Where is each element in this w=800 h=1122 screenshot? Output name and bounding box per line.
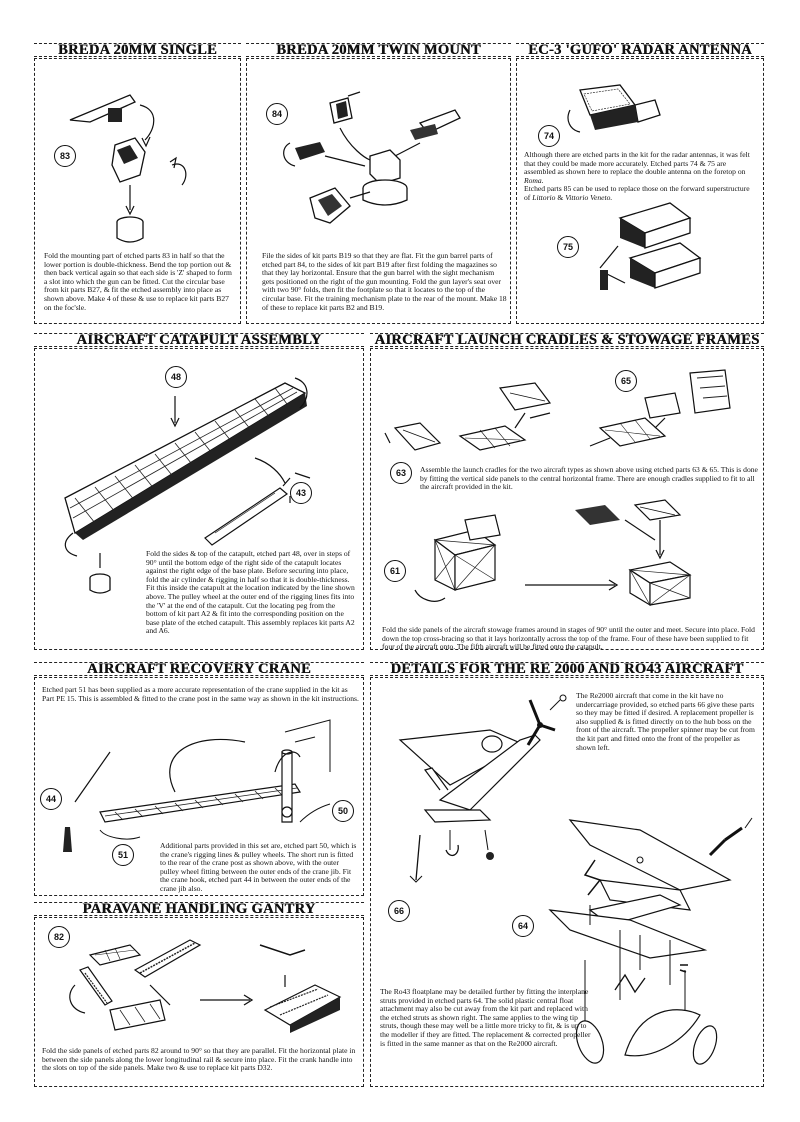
part-number-badge: 65: [615, 370, 637, 392]
radar-text-1-italic: Roma.: [524, 175, 544, 185]
gantry-illustration: [50, 925, 350, 1033]
launch-cradles-illustration: [385, 368, 755, 468]
crane-instructions-2: Additional parts provided in this set ar…: [160, 841, 357, 893]
part-number-badge: 82: [48, 926, 70, 948]
part-number-badge: 51: [112, 844, 134, 866]
panel-catapult: [34, 348, 364, 650]
part-number-badge: 75: [557, 236, 579, 258]
part-number-badge: 83: [54, 145, 76, 167]
section-title-catapult: AIRCRAFT CATAPULT ASSEMBLY: [76, 332, 322, 348]
part-number-badge: 63: [390, 462, 412, 484]
section-title-breda-single: BREDA 20MM SINGLE: [58, 42, 217, 58]
catapult-illustration: [55, 368, 345, 598]
title-bar: [34, 43, 241, 57]
breda-twin-instructions: File the sides of kit parts B19 so that …: [262, 251, 507, 312]
title-bar: [370, 662, 764, 676]
crane-illustration: [63, 712, 355, 852]
section-title-aircraft: DETAILS FOR THE Re 2000 and Ro43 AIRCRAF…: [390, 661, 744, 677]
panel-cradles: [370, 348, 764, 650]
gantry-instructions: Fold the side panels of etched parts 82 …: [42, 1046, 356, 1073]
radar-instructions: Although there are etched parts in the k…: [524, 150, 756, 203]
section-title-crane: AIRCRAFT RECOVERY CRANE: [87, 661, 311, 677]
breda-twin-illustration: [270, 88, 490, 238]
title-bar: [516, 43, 764, 57]
stowage-frames-illustration: [395, 490, 755, 610]
part-number-badge: 48: [165, 366, 187, 388]
crane-instructions-1: Etched part 51 has been supplied as a mo…: [42, 685, 359, 703]
radar-text-2: Etched parts 85 can be used to replace t…: [524, 184, 750, 202]
part-number-badge: 61: [384, 560, 406, 582]
panel-aircraft: [370, 677, 764, 1087]
panel-gantry: [34, 917, 364, 1087]
catapult-instructions: Fold the sides & top of the catapult, et…: [146, 549, 355, 636]
re2000-illustration: [380, 690, 580, 890]
title-bar: [34, 662, 364, 676]
aircraft-instructions-1: The Re2000 aircraft that come in the kit…: [576, 691, 755, 752]
radar-antenna-top-illustration: [560, 80, 680, 150]
section-title-cradles: AIRCRAFT LAUNCH CRADLES & STOWAGE FRAMES: [374, 332, 760, 348]
radar-text-1: Although there are etched parts in the k…: [524, 150, 750, 177]
title-bar: [246, 43, 511, 57]
part-number-badge: 50: [332, 800, 354, 822]
title-bar: [34, 902, 364, 916]
title-bar: [34, 333, 364, 347]
panel-breda-single: [34, 58, 241, 324]
radar-text-2-italic2: Vittorio Veneto.: [565, 192, 613, 202]
part-number-badge: 66: [388, 900, 410, 922]
breda-single-illustration: [60, 90, 210, 250]
part-number-badge: 64: [512, 915, 534, 937]
section-title-gantry: PARAVANE HANDLING GANTRY: [82, 901, 316, 917]
part-number-badge: 74: [538, 125, 560, 147]
title-bar: [370, 333, 764, 347]
radar-text-2-italic: Littorio: [532, 192, 556, 202]
panel-radar: [516, 58, 764, 324]
part-number-badge: 43: [290, 482, 312, 504]
cradles-instructions-2: Fold the side panels of the aircraft sto…: [382, 625, 755, 652]
radar-antenna-assembly-illustration: [590, 198, 720, 290]
cradles-instructions-1: Assemble the launch cradles for the two …: [420, 465, 758, 492]
panel-crane: [34, 677, 364, 896]
ro43-illustration: [530, 800, 760, 1080]
part-number-badge: 84: [266, 103, 288, 125]
aircraft-instructions-2: The Ro43 floatplane may be detailed furt…: [380, 987, 591, 1048]
part-number-badge: 44: [40, 788, 62, 810]
section-title-radar: EC-3 'GUFO' RADAR ANTENNA: [528, 42, 752, 58]
breda-single-instructions: Fold the mounting part of etched parts 8…: [44, 251, 232, 312]
section-title-breda-twin: BREDA 20MM TWIN MOUNT: [276, 42, 481, 58]
panel-breda-twin: [246, 58, 511, 324]
radar-text-2-amp: &: [557, 192, 564, 202]
